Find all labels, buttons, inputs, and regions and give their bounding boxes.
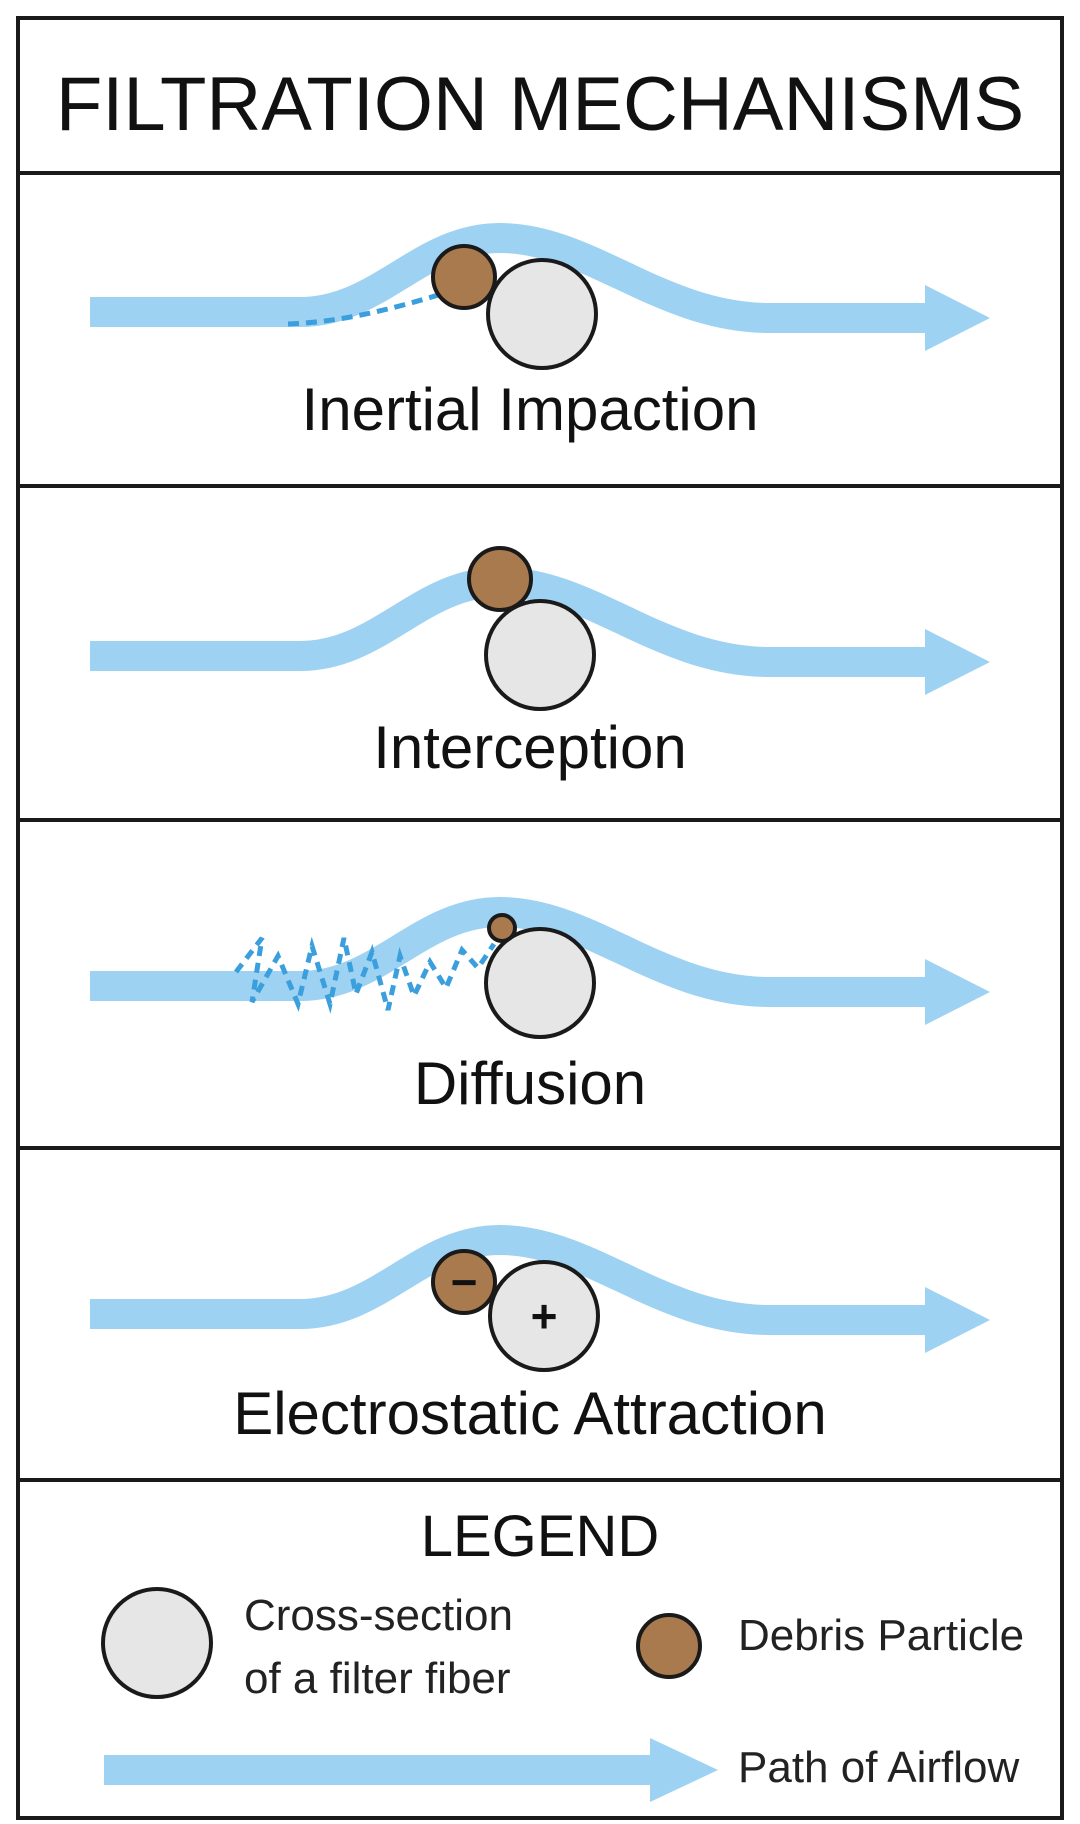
airflow-arrowhead	[925, 959, 990, 1025]
panel-label: Inertial Impaction	[302, 376, 759, 443]
panel-label: Diffusion	[414, 1050, 646, 1117]
particle-charge-sign: −	[451, 1256, 478, 1308]
airflow-stream	[90, 1224, 930, 1335]
legend-particle-swatch	[636, 1613, 702, 1679]
filter-fiber	[486, 258, 598, 370]
legend-fiber-label-line1: Cross-section	[244, 1591, 513, 1640]
airflow-stream	[90, 222, 930, 333]
outer-frame	[16, 16, 1064, 1820]
legend-fiber-swatch	[101, 1587, 213, 1699]
panel-electrostatic-attraction: + − Electrostatic Attraction	[90, 1224, 990, 1447]
panel-interception: Interception	[90, 546, 990, 781]
airflow-arrowhead	[925, 629, 990, 695]
debris-particle	[431, 1249, 497, 1315]
debris-particle	[467, 546, 533, 612]
filter-fiber	[488, 1260, 600, 1372]
legend-fiber-label-line2: of a filter fiber	[244, 1654, 511, 1703]
legend-title: LEGEND	[421, 1504, 660, 1569]
legend-particle-label: Debris Particle	[738, 1611, 1024, 1660]
panel-label: Interception	[373, 714, 687, 781]
filter-fiber	[484, 599, 596, 711]
page-title: FILTRATION MECHANISMS	[56, 62, 1024, 147]
panel-label: Electrostatic Attraction	[233, 1380, 827, 1447]
particle-path	[234, 936, 497, 1014]
legend-airflow-arrowhead	[650, 1738, 718, 1802]
airflow-arrowhead	[925, 1287, 990, 1353]
debris-particle	[431, 244, 497, 310]
panel-diffusion: Diffusion	[90, 896, 990, 1117]
airflow-stream	[90, 896, 930, 1007]
particle-path	[287, 289, 449, 327]
legend-airflow-swatch	[104, 1755, 654, 1785]
panel-inertial-impaction: Inertial Impaction	[90, 222, 990, 443]
airflow-arrowhead	[925, 285, 990, 351]
filter-fiber	[484, 927, 596, 1039]
debris-particle	[487, 913, 517, 943]
fiber-charge-sign: +	[531, 1290, 558, 1342]
legend-airflow-label: Path of Airflow	[738, 1743, 1019, 1792]
legend: LEGEND Cross-section of a filter fiber D…	[101, 1504, 1024, 1802]
